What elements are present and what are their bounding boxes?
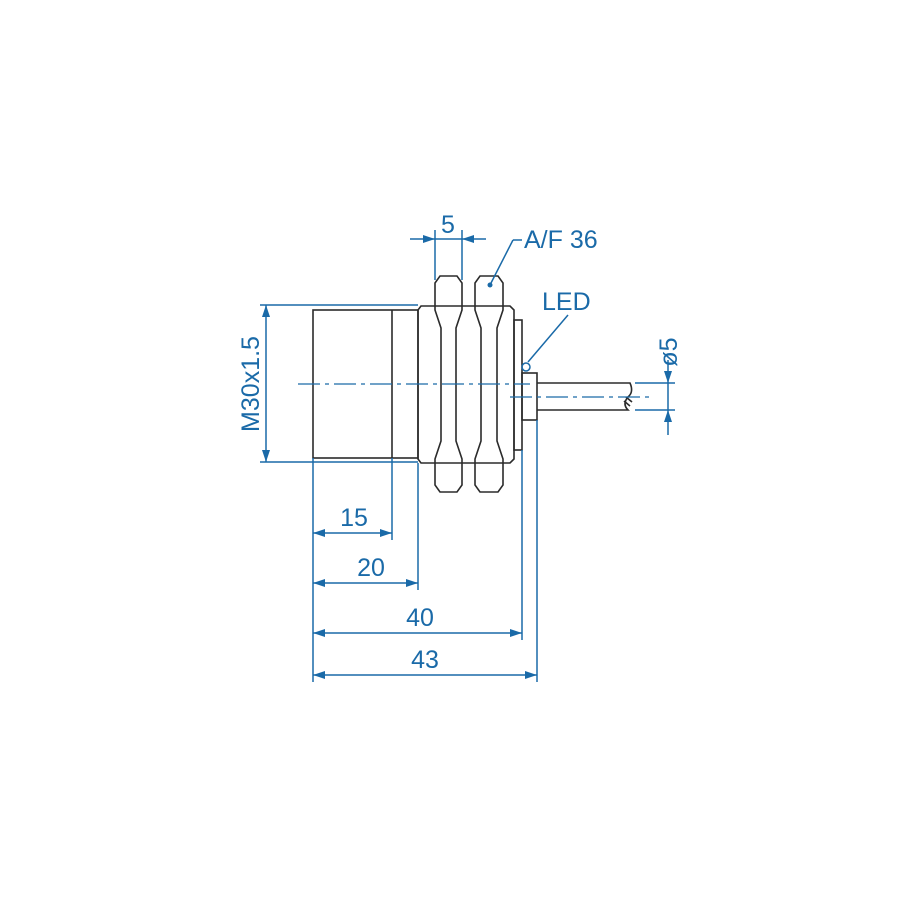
- led-leader: LED: [527, 288, 591, 363]
- led-label: LED: [542, 288, 591, 316]
- dim-43-label: 43: [411, 646, 439, 674]
- dim-nut-width: 5: [410, 211, 486, 280]
- af-leader: A/F 36: [489, 226, 598, 286]
- dim-5-label: 5: [441, 211, 455, 239]
- nut-rear: [474, 275, 504, 493]
- dim-thread-label: M30x1.5: [237, 336, 265, 432]
- dim-d5-label: ø5: [655, 337, 683, 366]
- bottom-dimensions: 15 20 40 43: [312, 420, 538, 682]
- af-label: A/F 36: [524, 226, 598, 254]
- nut-front: [434, 275, 463, 493]
- dim-20-label: 20: [357, 554, 385, 582]
- threaded-housing: [417, 305, 515, 464]
- cable-break-hatch: [623, 396, 633, 407]
- rear-flange: [513, 319, 523, 451]
- dim-thread: M30x1.5: [237, 304, 418, 463]
- dim-cable-diameter: ø5: [635, 337, 683, 435]
- dim-40-label: 40: [406, 604, 434, 632]
- dim-15-label: 15: [340, 504, 368, 532]
- led-indicator: [521, 362, 531, 372]
